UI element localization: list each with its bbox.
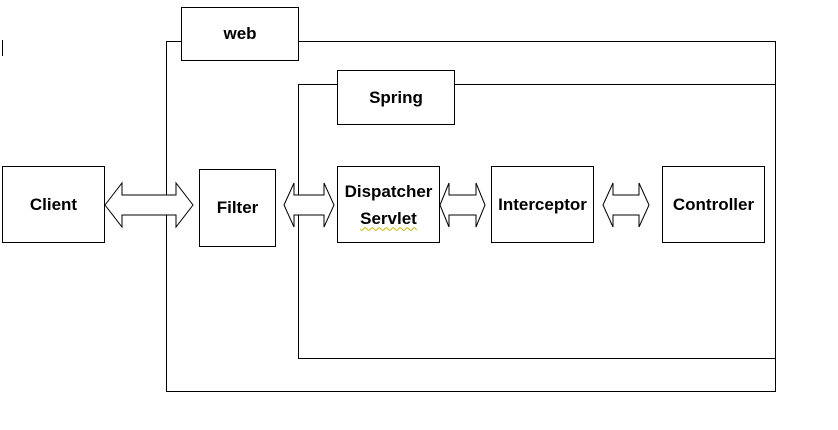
arrow-interceptor-controller bbox=[602, 182, 650, 228]
arrow-client-filter bbox=[104, 181, 194, 229]
spring-label-box: Spring bbox=[337, 70, 455, 125]
dispatcher-label-line1: Dispatcher bbox=[344, 181, 433, 201]
controller-label: Controller bbox=[672, 194, 755, 214]
filter-box: Filter bbox=[199, 169, 276, 247]
interceptor-box: Interceptor bbox=[491, 166, 594, 243]
text-cursor bbox=[2, 40, 3, 56]
interceptor-label: Interceptor bbox=[498, 194, 587, 214]
controller-box: Controller bbox=[662, 166, 765, 243]
client-label: Client bbox=[29, 194, 78, 214]
arrow-dispatcher-interceptor bbox=[439, 182, 486, 228]
web-label-box: web bbox=[181, 7, 299, 61]
filter-label: Filter bbox=[216, 198, 259, 217]
arrow-filter-dispatcher bbox=[283, 182, 335, 228]
spring-container bbox=[298, 84, 776, 359]
spring-label: Spring bbox=[369, 87, 423, 107]
dispatcher-servlet-box: Dispatcher Servlet bbox=[337, 166, 440, 243]
dispatcher-label-line2: Servlet bbox=[360, 208, 417, 228]
client-box: Client bbox=[2, 166, 105, 243]
web-label: web bbox=[223, 24, 257, 43]
